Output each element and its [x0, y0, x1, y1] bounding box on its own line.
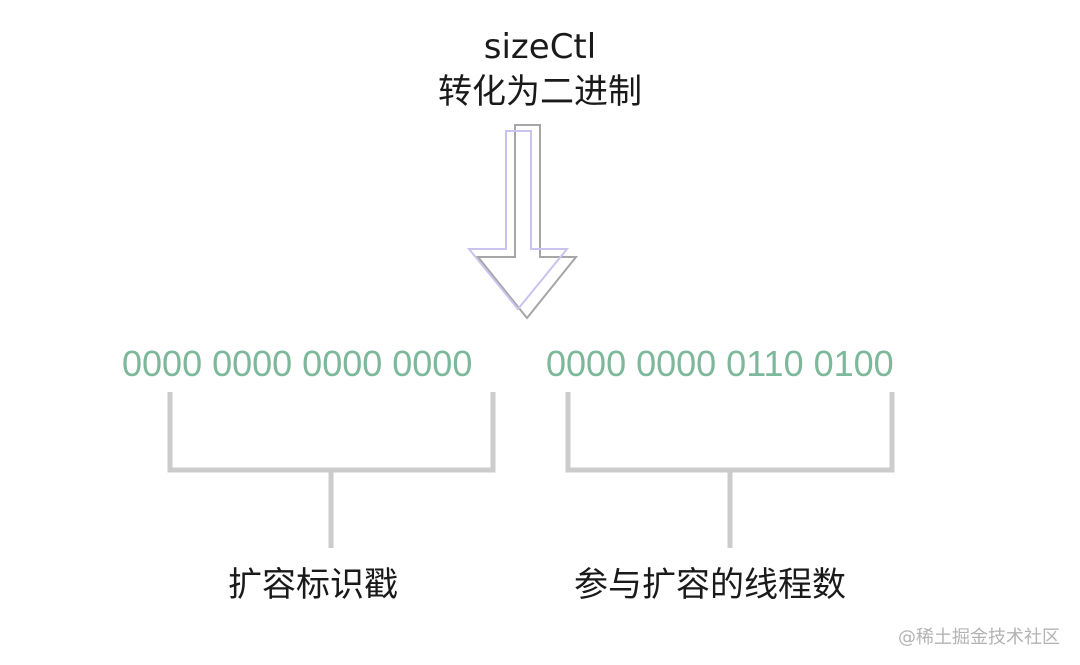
down-arrow-shadow-icon	[475, 124, 579, 320]
low-16-bits: 0000 0000 0110 0100	[546, 343, 894, 384]
high-16-bits: 0000 0000 0000 0000	[122, 343, 473, 384]
diagram-title: sizeCtl	[483, 27, 597, 67]
left-bracket	[167, 392, 496, 548]
watermark: @稀土掘金技术社区	[898, 627, 1060, 648]
resize-stamp-label: 扩容标识戳	[228, 565, 398, 605]
resize-thread-count-label: 参与扩容的线程数	[574, 565, 846, 605]
diagram-subtitle: 转化为二进制	[438, 72, 642, 112]
right-bracket	[565, 392, 895, 548]
down-arrow-icon	[466, 130, 570, 311]
